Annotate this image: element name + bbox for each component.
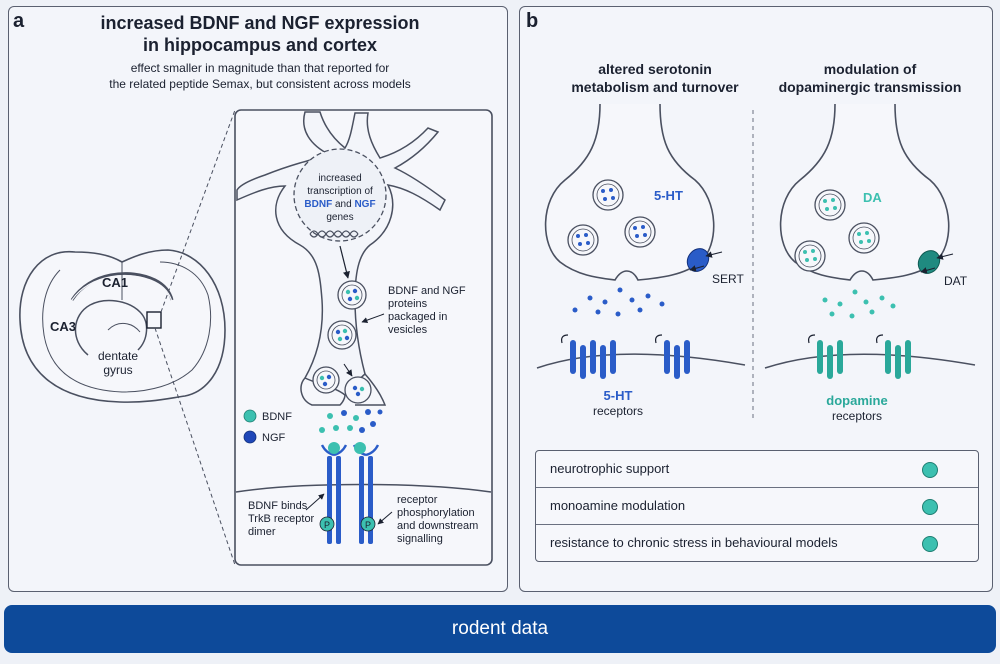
vesicle-text-1: BDNF and NGF <box>388 285 466 297</box>
vesicle-text-4: vesicles <box>388 324 428 336</box>
serotonin-receptor-label-2: receptors <box>593 404 643 418</box>
dopamine-vesicles <box>794 189 880 272</box>
neuron-body <box>236 111 446 406</box>
nucleus-text-4: genes <box>326 212 353 223</box>
footer-bar: rodent data <box>4 605 996 653</box>
vesicle-text-2: proteins <box>388 298 428 310</box>
serotonin-postsynaptic-membrane <box>536 353 746 369</box>
effect-label: resistance to chronic stress in behaviou… <box>550 535 838 550</box>
serotonin-molecules <box>572 287 665 317</box>
binding-text-2: TrkB receptor <box>248 513 315 525</box>
vesicle-a2 <box>327 320 357 350</box>
effect-row: neurotrophic support <box>536 451 978 488</box>
vesicle-a3 <box>312 366 340 394</box>
dopamine-molecules <box>822 289 896 319</box>
effect-label: monoamine modulation <box>550 498 686 513</box>
dopamine-receptor-label-1: dopamine <box>826 393 887 408</box>
brain-section <box>19 249 226 403</box>
dentate-label-1: dentate <box>98 349 138 363</box>
serotonin-terminal <box>544 103 715 281</box>
nucleus-text-1: increased <box>318 173 361 184</box>
legend-bdnf-label: BDNF <box>262 411 292 423</box>
nucleus-text-2: transcription of <box>307 186 373 197</box>
vesicle-a4 <box>344 376 372 404</box>
signal-text-2: phosphorylation <box>397 507 475 519</box>
phospho-2 <box>360 516 376 532</box>
serotonin-title: altered serotonin metabolism and turnove… <box>571 61 739 95</box>
dopamine-terminal <box>779 103 950 281</box>
signal-text-1: receptor <box>397 494 438 506</box>
effect-row: monoamine modulation <box>536 488 978 525</box>
effect-label: neurotrophic support <box>550 461 670 476</box>
serotonin-vesicles <box>567 179 656 256</box>
binding-text-3: dimer <box>248 526 276 538</box>
dopamine-postsynaptic-membrane <box>764 353 976 369</box>
dat-label: DAT <box>944 274 968 288</box>
effects-list: neurotrophic support monoamine modulatio… <box>535 450 979 562</box>
legend-ngf-dot <box>243 430 257 444</box>
serotonin-receptors <box>561 334 690 379</box>
phospho-label-2: P <box>365 520 371 530</box>
legend-ngf-label: NGF <box>262 432 286 444</box>
effect-row: resistance to chronic stress in behaviou… <box>536 525 978 562</box>
vesicle-text-3: packaged in <box>388 311 447 323</box>
effect-dot-icon <box>922 536 938 552</box>
nucleus-text-3: BDNF and NGF <box>304 199 375 210</box>
binding-text-1: BDNF binds <box>248 500 308 512</box>
panel-a-label: a <box>13 10 25 32</box>
panel-a-title: increased BDNF and NGF expression in hip… <box>100 13 420 55</box>
effect-dot-icon <box>922 462 938 478</box>
dopamine-title: modulation of dopaminergic transmission <box>778 61 962 95</box>
effect-dot-icon <box>922 499 938 515</box>
serotonin-vesicle-label: 5-HT <box>654 188 683 203</box>
panel-b-label: b <box>526 10 539 32</box>
legend-bdnf-dot <box>243 409 257 423</box>
dopamine-receptor-label-2: receptors <box>832 409 882 423</box>
vesicle-a1 <box>337 280 367 310</box>
serotonin-receptor-label-1: 5-HT <box>604 388 633 403</box>
ca3-label: CA3 <box>50 319 76 334</box>
signal-text-4: signalling <box>397 533 443 545</box>
sert-label: SERT <box>712 272 744 286</box>
dopamine-receptors <box>808 334 911 379</box>
nucleus <box>293 148 387 242</box>
zoom-line-top <box>160 109 236 313</box>
phospho-1 <box>319 516 335 532</box>
released-molecules <box>319 409 383 433</box>
dentate-label-2: gyrus <box>103 363 132 377</box>
dopamine-vesicle-label: DA <box>863 190 882 205</box>
panel-a-subtitle: effect smaller in magnitude than that re… <box>109 61 411 91</box>
ca1-label: CA1 <box>102 275 128 290</box>
signal-text-3: and downstream <box>397 520 478 532</box>
phospho-label-1: P <box>324 520 330 530</box>
